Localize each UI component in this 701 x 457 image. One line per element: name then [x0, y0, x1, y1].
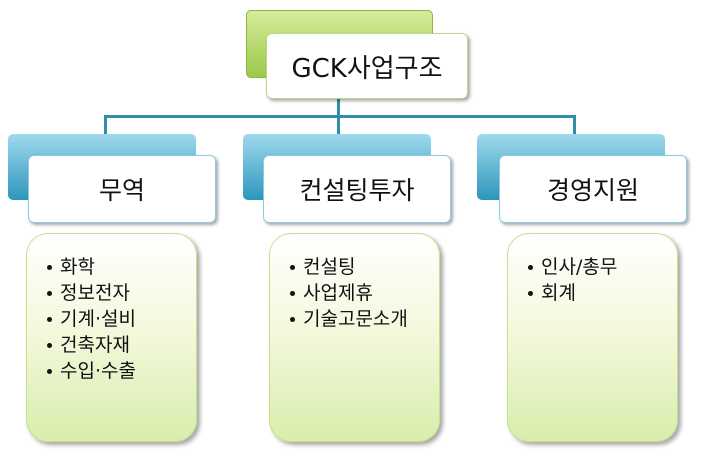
list-item: 기술고문소개	[290, 306, 439, 332]
category-node-1: 무역	[28, 155, 216, 223]
list-item: 수입·수출	[47, 358, 196, 384]
connector-horizontal	[104, 115, 576, 118]
list-item: 기계·설비	[47, 306, 196, 332]
category-label-2: 컨설팅투자	[299, 176, 415, 205]
list-item: 화학	[47, 254, 196, 280]
root-node-label: GCK사업구조	[291, 53, 443, 84]
list-item: 건축자재	[47, 332, 196, 358]
connector-down-1	[104, 115, 107, 138]
list-item: 회계	[528, 280, 677, 306]
connector-root-down	[337, 97, 340, 117]
item-list-3: 인사/총무 회계	[528, 254, 677, 306]
item-list-2: 컨설팅 사업제휴 기술고문소개	[290, 254, 439, 332]
category-node-3: 경영지원	[499, 155, 687, 223]
category-panel-2: 컨설팅 사업제휴 기술고문소개	[269, 233, 440, 442]
item-list-1: 화학 정보전자 기계·설비 건축자재 수입·수출	[47, 254, 196, 384]
category-node-2: 컨설팅투자	[263, 155, 451, 223]
category-panel-1: 화학 정보전자 기계·설비 건축자재 수입·수출	[26, 233, 197, 442]
category-panel-3: 인사/총무 회계	[507, 233, 678, 442]
root-node: GCK사업구조	[266, 33, 468, 99]
list-item: 인사/총무	[528, 254, 677, 280]
category-label-3: 경영지원	[546, 176, 639, 205]
category-label-1: 무역	[98, 176, 145, 205]
list-item: 사업제휴	[290, 280, 439, 306]
list-item: 정보전자	[47, 280, 196, 306]
connector-down-2	[337, 115, 340, 138]
connector-down-3	[573, 115, 576, 138]
list-item: 컨설팅	[290, 254, 439, 280]
